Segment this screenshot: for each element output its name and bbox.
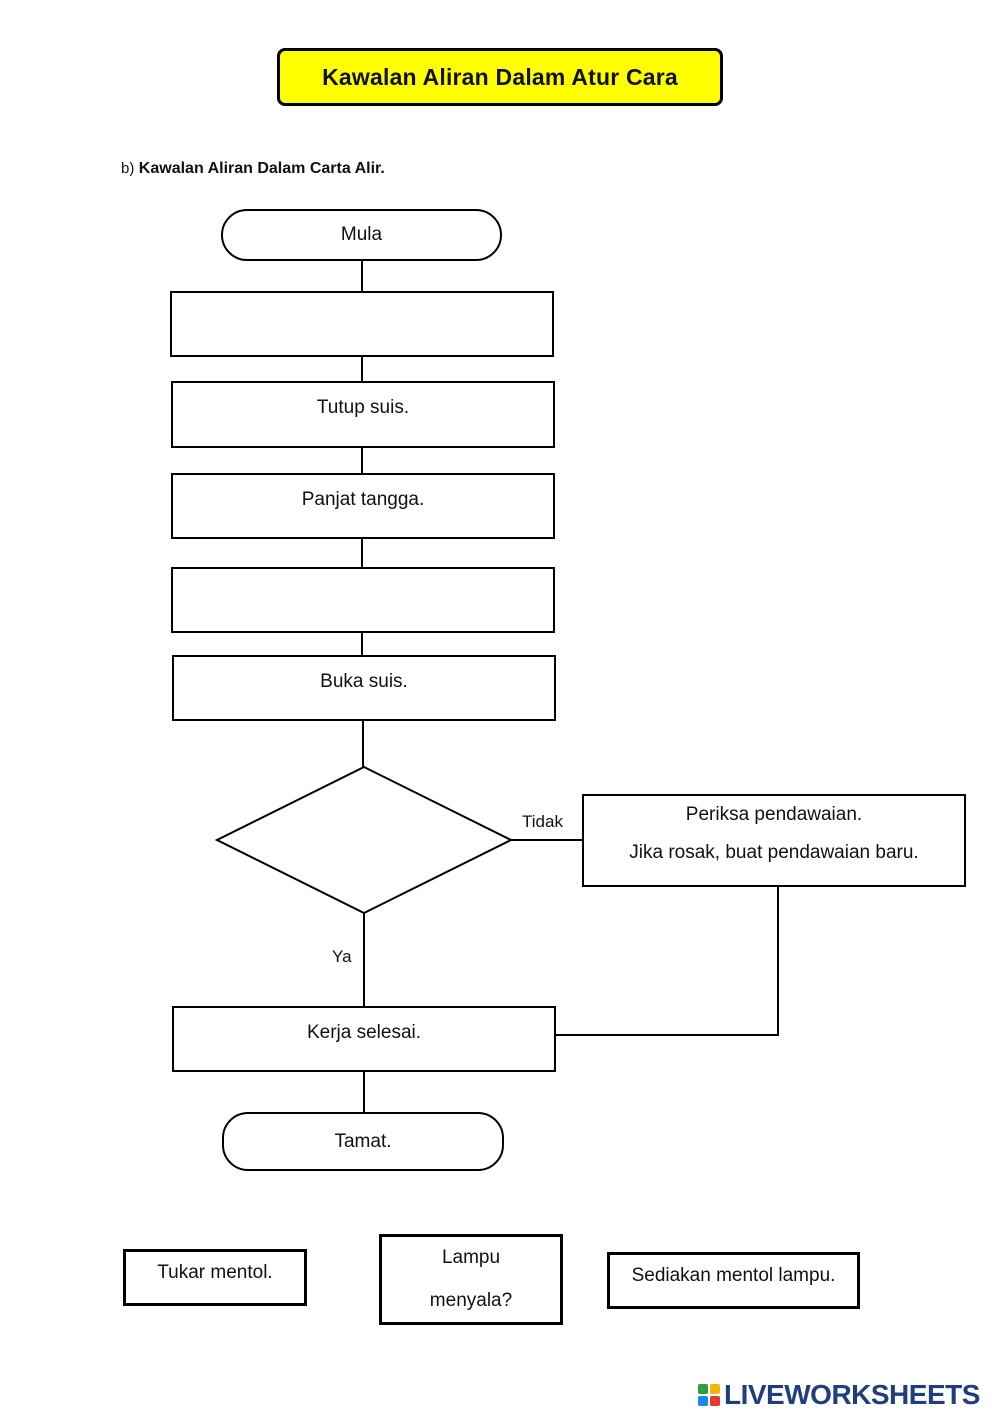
decision-blank-dropzone[interactable] — [270, 815, 460, 865]
option-lamp-on[interactable]: Lampu menyala? — [379, 1234, 563, 1325]
connector-check-done — [555, 886, 779, 1036]
brand-name: LIVEWORKSHEETS — [724, 1379, 980, 1410]
step-climb-ladder: Panjat tangga. — [171, 473, 555, 539]
start-terminal: Mula — [221, 209, 502, 261]
step-work-done: Kerja selesai. — [172, 1006, 556, 1072]
end-terminal: Tamat. — [222, 1112, 504, 1171]
blank-step-1-dropzone[interactable] — [170, 291, 554, 357]
option-change-bulb[interactable]: Tukar mentol. — [123, 1249, 307, 1306]
worksheet-title: Kawalan Aliran Dalam Atur Cara — [277, 48, 723, 106]
check-wiring-box: Periksa pendawaian. Jika rosak, buat pen… — [582, 794, 966, 887]
branch-no-label: Tidak — [522, 812, 563, 831]
subtitle-prefix: b) — [121, 160, 135, 177]
subtitle-text: Kawalan Aliran Dalam Carta Alir. — [138, 160, 385, 177]
option-lamp-on-line-2: menyala? — [429, 1289, 513, 1311]
branch-yes-label: Ya — [332, 947, 352, 966]
blank-step-2-dropzone[interactable] — [171, 567, 555, 633]
check-line-2: Jika rosak, buat pendawaian baru. — [629, 842, 919, 863]
step-open-switch: Buka suis. — [172, 655, 556, 721]
liveworksheets-logo: LIVEWORKSHEETS — [698, 1379, 980, 1411]
logo-grid-icon — [698, 1384, 720, 1406]
option-lamp-on-line-1: Lampu — [441, 1247, 501, 1269]
step-close-switch: Tutup suis. — [171, 381, 555, 448]
check-line-1: Periksa pendawaian. — [685, 804, 863, 825]
section-subtitle: b) Kawalan Aliran Dalam Carta Alir. — [121, 160, 385, 178]
option-prepare-bulb[interactable]: Sediakan mentol lampu. — [607, 1252, 860, 1309]
